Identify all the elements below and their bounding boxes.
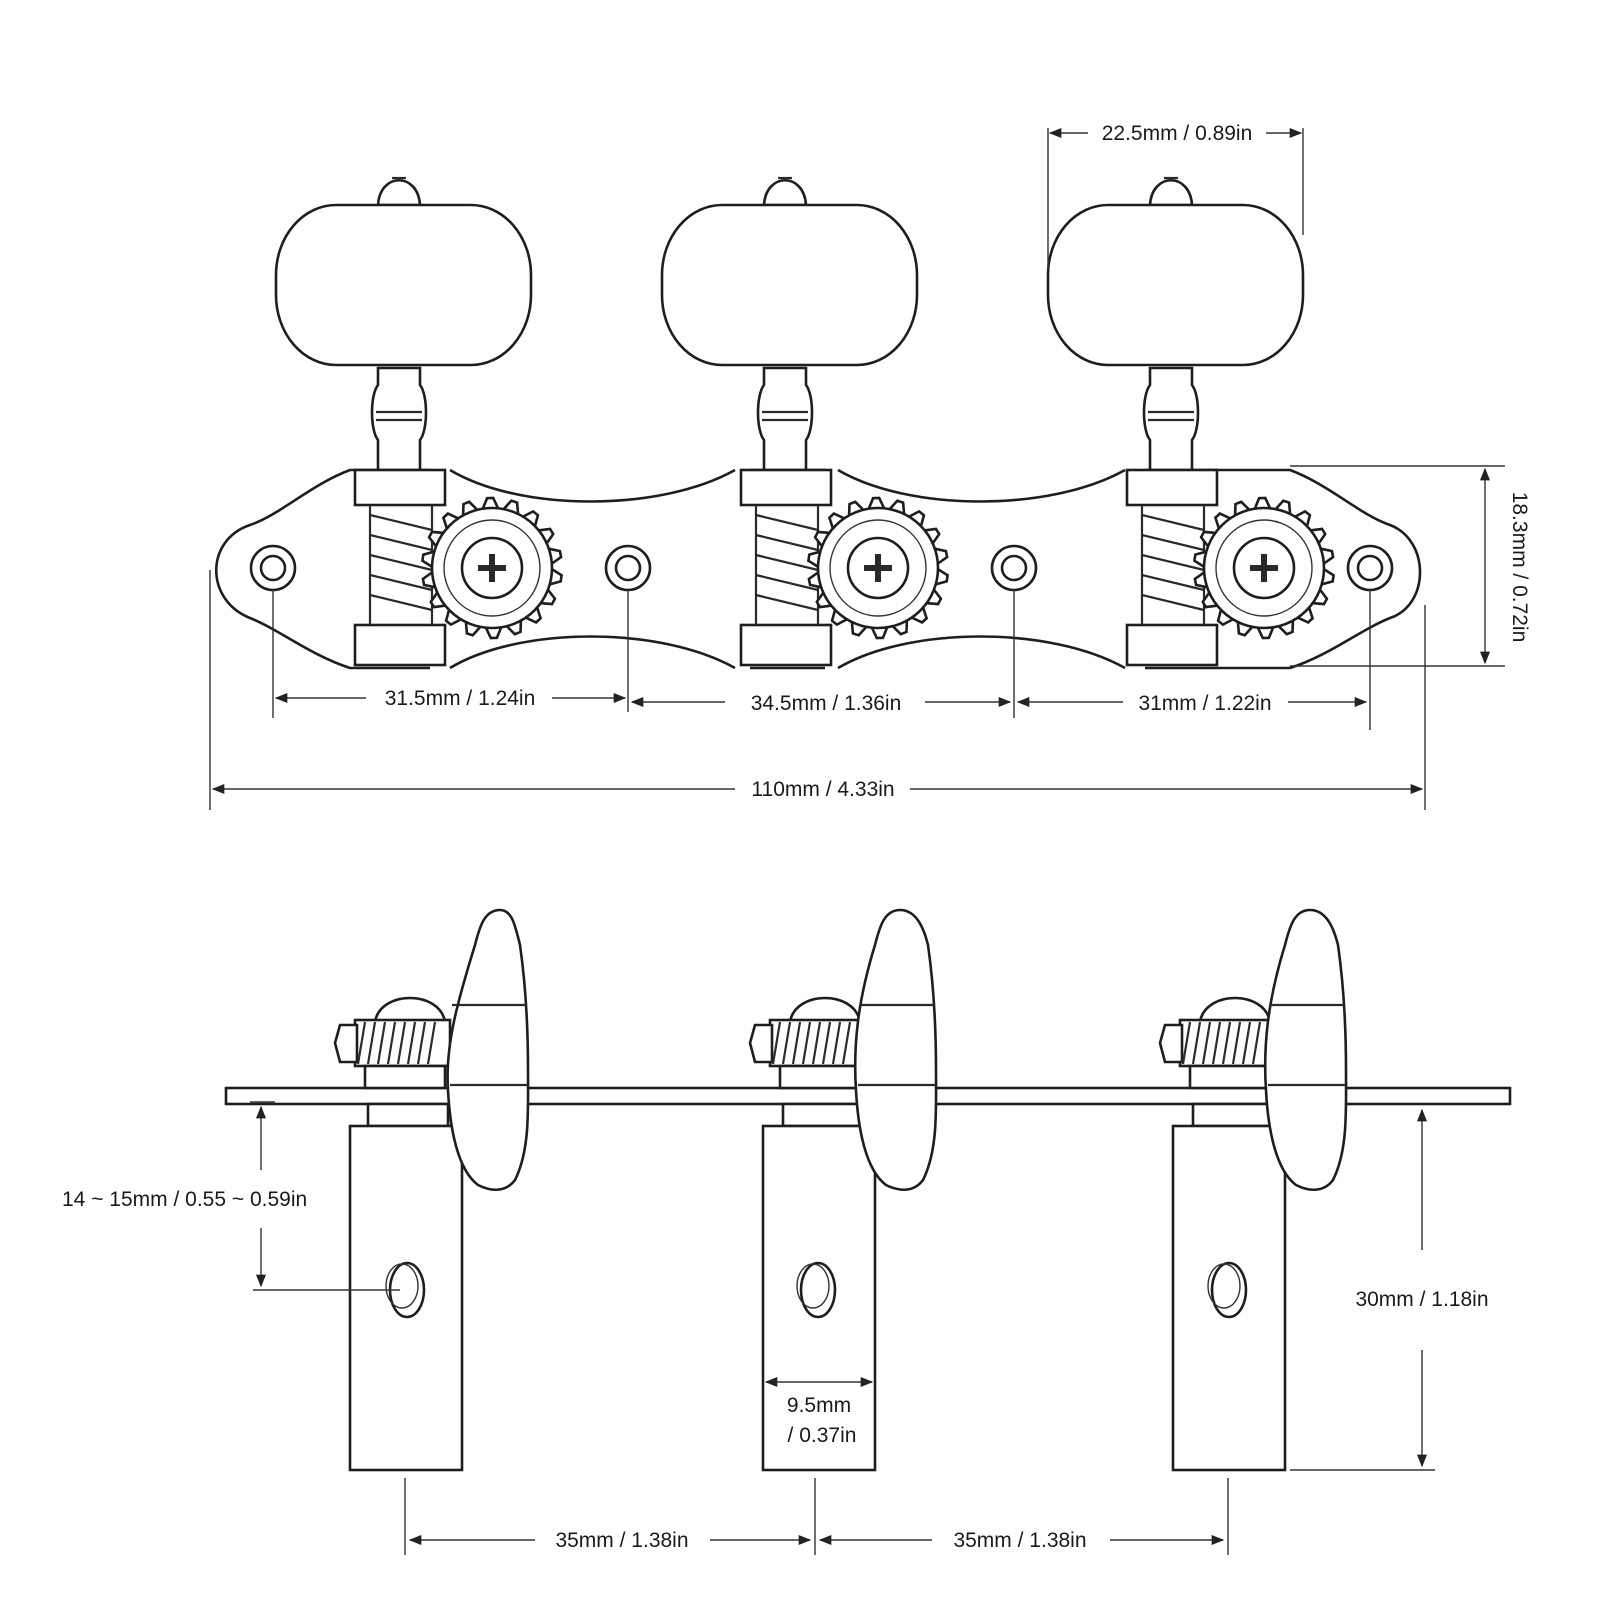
- top-tuner-1: [274, 176, 564, 667]
- worm-screw-thread-1: [356, 1021, 437, 1065]
- side-tuner-3: [1158, 908, 1348, 1472]
- mount-hole-1: [249, 544, 297, 592]
- dim-roller-width-label-2: / 0.37in: [788, 1424, 857, 1447]
- dim-roller-length-label: 30mm / 1.18in: [1355, 1288, 1488, 1311]
- knob-screw-2: [762, 179, 808, 207]
- top-tuner-3: [1046, 176, 1336, 667]
- dim-hole-depth: 14 ~ 15mm / 0.55 ~ 0.59in: [62, 1101, 400, 1291]
- dim-hole-spacing-2: 34.5mm / 1.36in: [630, 692, 1012, 715]
- gear-3: [1192, 496, 1336, 640]
- dim-roller-spacing-1-label: 35mm / 1.38in: [555, 1529, 688, 1552]
- knob-screw-1: [376, 179, 422, 207]
- roller-hole-2: [796, 1261, 837, 1319]
- gear-2: [806, 496, 950, 640]
- dim-hole-spacing-3: 31mm / 1.22in: [1016, 692, 1368, 715]
- worm-screw-thread-3: [1181, 1021, 1262, 1065]
- worm-thread-2: [755, 513, 819, 612]
- top-tuner-2: [660, 176, 950, 667]
- knob-2: [660, 203, 919, 367]
- side-tuner-1: [333, 908, 530, 1472]
- mount-hole-4: [1346, 544, 1394, 592]
- dim-hole-spacing-3-label: 31mm / 1.22in: [1138, 692, 1271, 715]
- worm-housing-top-2: [739, 468, 833, 507]
- worm-housing-bottom-3: [1125, 623, 1219, 667]
- dim-plate-height: 18.3mm / 0.72in: [1290, 465, 1531, 667]
- dim-roller-width-label-1: 9.5mm: [787, 1394, 851, 1417]
- top-view: 22.5mm / 0.89in 18.3mm / 0.72in 31.5mm /…: [209, 122, 1531, 810]
- worm-thread-1: [369, 513, 433, 612]
- worm-screw-thread-2: [771, 1021, 852, 1065]
- knob-screw-3: [1148, 179, 1194, 207]
- side-knob-3: [1263, 908, 1348, 1191]
- dim-roller-length: 30mm / 1.18in: [1290, 1108, 1489, 1471]
- dim-roller-spacing-2-label: 35mm / 1.38in: [953, 1529, 1086, 1552]
- dim-plate-height-label: 18.3mm / 0.72in: [1508, 492, 1531, 643]
- dim-hole-spacing-1: 31.5mm / 1.24in: [274, 687, 627, 710]
- side-knob-1: [446, 908, 530, 1191]
- gear-dome-2: [788, 996, 862, 1024]
- dim-total-length-label: 110mm / 4.33in: [751, 778, 894, 801]
- gear-dome-1: [373, 996, 447, 1024]
- side-knob-2: [853, 908, 938, 1191]
- dim-knob-width-label: 22.5mm / 0.89in: [1102, 122, 1253, 145]
- dim-hole-spacing-2-label: 34.5mm / 1.36in: [751, 692, 902, 715]
- worm-housing-bottom-2: [739, 623, 833, 667]
- worm-housing-top-1: [353, 468, 447, 507]
- dim-knob-width: 22.5mm / 0.89in: [1047, 122, 1304, 270]
- mount-hole-3: [990, 544, 1038, 592]
- worm-thread-3: [1141, 513, 1205, 612]
- gear-dome-3: [1198, 996, 1272, 1024]
- roller-hole-3: [1207, 1261, 1248, 1319]
- dim-hole-spacing-1-label: 31.5mm / 1.24in: [385, 687, 536, 710]
- knob-1: [274, 203, 533, 367]
- mount-hole-2: [604, 544, 652, 592]
- side-tuner-2: [748, 908, 938, 1472]
- worm-housing-bottom-1: [353, 623, 447, 667]
- side-view: 14 ~ 15mm / 0.55 ~ 0.59in 9.5mm / 0.37in…: [62, 908, 1512, 1555]
- dim-roller-spacing-2: 35mm / 1.38in: [818, 1529, 1225, 1552]
- dim-roller-spacing-1: 35mm / 1.38in: [408, 1529, 812, 1552]
- dim-roller-width: 9.5mm / 0.37in: [764, 1376, 874, 1447]
- dim-hole-depth-label: 14 ~ 15mm / 0.55 ~ 0.59in: [62, 1188, 307, 1211]
- gear-1: [420, 496, 564, 640]
- knob-3: [1046, 203, 1305, 367]
- dim-total-length: 110mm / 4.33in: [211, 778, 1424, 801]
- worm-housing-top-3: [1125, 468, 1219, 507]
